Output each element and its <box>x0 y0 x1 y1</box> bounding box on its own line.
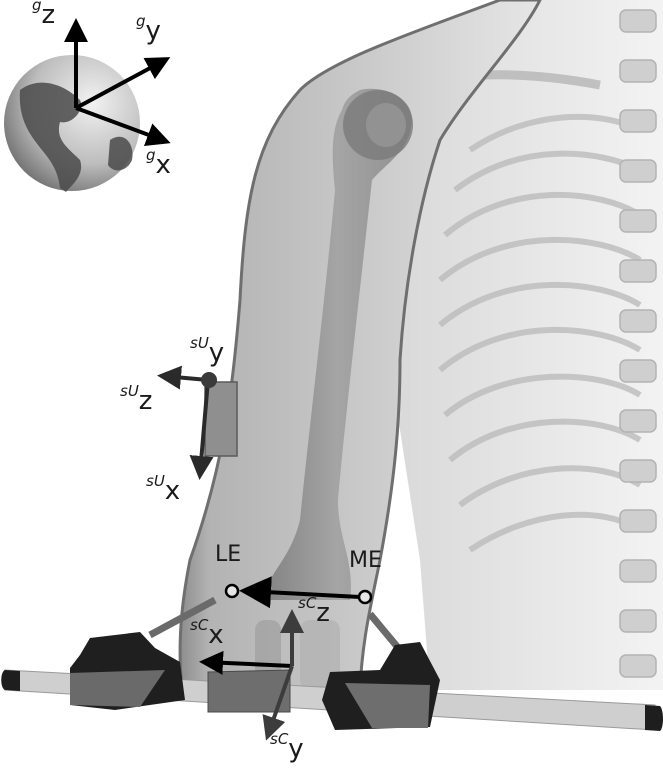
globe-icon <box>4 55 140 192</box>
label-sCz: sCz <box>298 594 330 628</box>
label-sUy: sUy <box>190 334 225 368</box>
calibration-frame-axes <box>199 609 304 741</box>
label-sUz: sUz <box>120 382 153 416</box>
epicondyle-axis <box>224 576 373 609</box>
label-sUx: sUx <box>146 472 181 506</box>
global-frame-axes <box>64 18 171 146</box>
landmark-LE-marker <box>224 583 240 599</box>
upper-arm <box>178 0 542 692</box>
label-gx: gx <box>146 146 171 180</box>
landmark-ME-marker <box>357 589 373 605</box>
label-gz: gz <box>32 0 56 30</box>
upper-arm-sensor <box>157 365 238 480</box>
label-ME: ME <box>349 548 382 573</box>
calibration-device <box>1 596 663 731</box>
label-sCy: sCy <box>270 730 304 764</box>
label-LE: LE <box>215 542 242 567</box>
label-sCx: sCx <box>190 616 224 650</box>
label-gy: gy <box>136 12 161 46</box>
